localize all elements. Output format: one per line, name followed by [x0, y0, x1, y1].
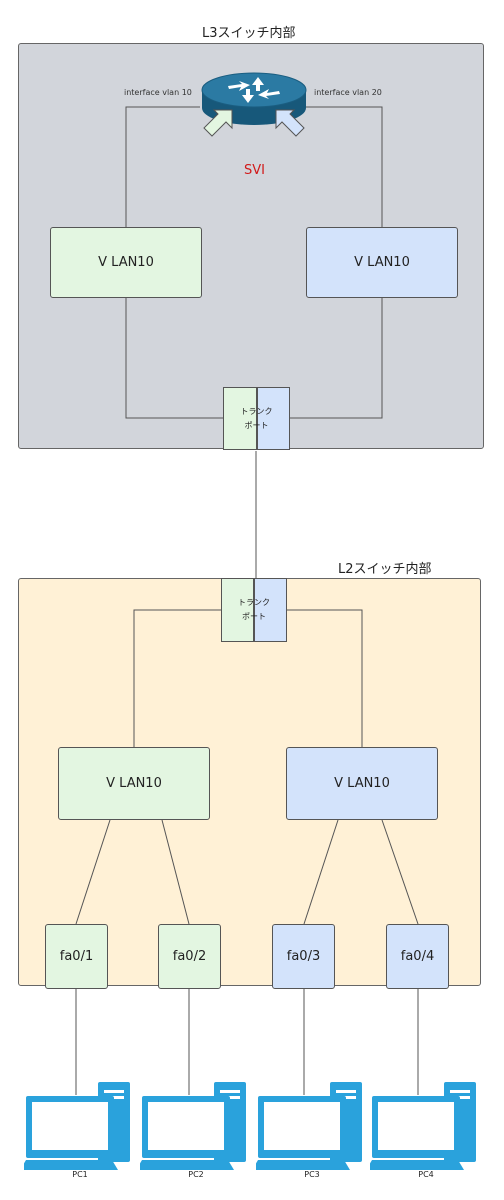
port-fa0-3-label: fa0/3 [286, 949, 321, 964]
l3-trunk-port: トランク ポート [223, 387, 290, 450]
l2-trunk-port-label: トランク ポート [238, 598, 270, 621]
l3-vlan-right-trunk-line [290, 298, 383, 419]
port-fa0-1-label: fa0/1 [59, 949, 94, 964]
line-vlan-left-fa02 [161, 819, 190, 925]
pc3-computer-icon [252, 1082, 362, 1170]
l3-vlan-left-label: V LAN10 [98, 255, 154, 270]
l2-vlan-right-trunk-line [287, 609, 363, 747]
pc2-label: PC2 [188, 1170, 204, 1179]
vlan20-svi-link-line [306, 106, 383, 227]
pc4: PC4 [366, 1080, 480, 1179]
port-fa0-1: fa0/1 [45, 924, 108, 989]
l3-trunk-port-label: トランク ポート [240, 407, 273, 430]
l2-vlan-left-label: V LAN10 [106, 776, 162, 791]
port-fa0-4-label: fa0/4 [400, 949, 435, 964]
port-fa0-4: fa0/4 [386, 924, 449, 989]
l3-vlan-right-box: V LAN10 [306, 227, 458, 298]
port-fa0-2-label: fa0/2 [172, 949, 207, 964]
l2-trunk-port: トランク ポート [221, 578, 287, 642]
line-vlan-right-fa04 [381, 819, 419, 925]
l2-switch-title: L2スイッチ内部 [338, 562, 432, 577]
vlan10-svi-link-line [125, 106, 200, 227]
l3-vlan-right-label: V LAN10 [354, 255, 410, 270]
port-fa0-2: fa0/2 [158, 924, 221, 989]
pc2-computer-icon [136, 1082, 246, 1170]
l3-vlan-left-trunk-line [125, 298, 223, 419]
line-vlan-right-fa03 [303, 819, 339, 925]
pc1: PC1 [20, 1080, 134, 1179]
pc1-label: PC1 [72, 1170, 88, 1179]
pc4-computer-icon [366, 1082, 476, 1170]
pc3-label: PC3 [304, 1170, 320, 1179]
interface-vlan10-label: interface vlan 10 [124, 88, 192, 97]
router-icon [201, 72, 307, 137]
pc3: PC3 [252, 1080, 366, 1179]
pc1-computer-icon [20, 1082, 130, 1170]
interface-vlan20-label: interface vlan 20 [314, 88, 382, 97]
svi-label: SVI [244, 163, 265, 178]
l3-switch-title: L3スイッチ内部 [202, 26, 296, 41]
l2-vlan-left-box: V LAN10 [58, 747, 210, 820]
l2-vlan-right-box: V LAN10 [286, 747, 438, 820]
l2-vlan-left-trunk-line [133, 609, 221, 747]
l2-vlan-right-label: V LAN10 [334, 776, 390, 791]
l3-vlan-left-box: V LAN10 [50, 227, 202, 298]
port-fa0-3: fa0/3 [272, 924, 335, 989]
line-vlan-left-fa01 [75, 819, 111, 925]
pc2: PC2 [136, 1080, 250, 1179]
pc4-label: PC4 [418, 1170, 434, 1179]
